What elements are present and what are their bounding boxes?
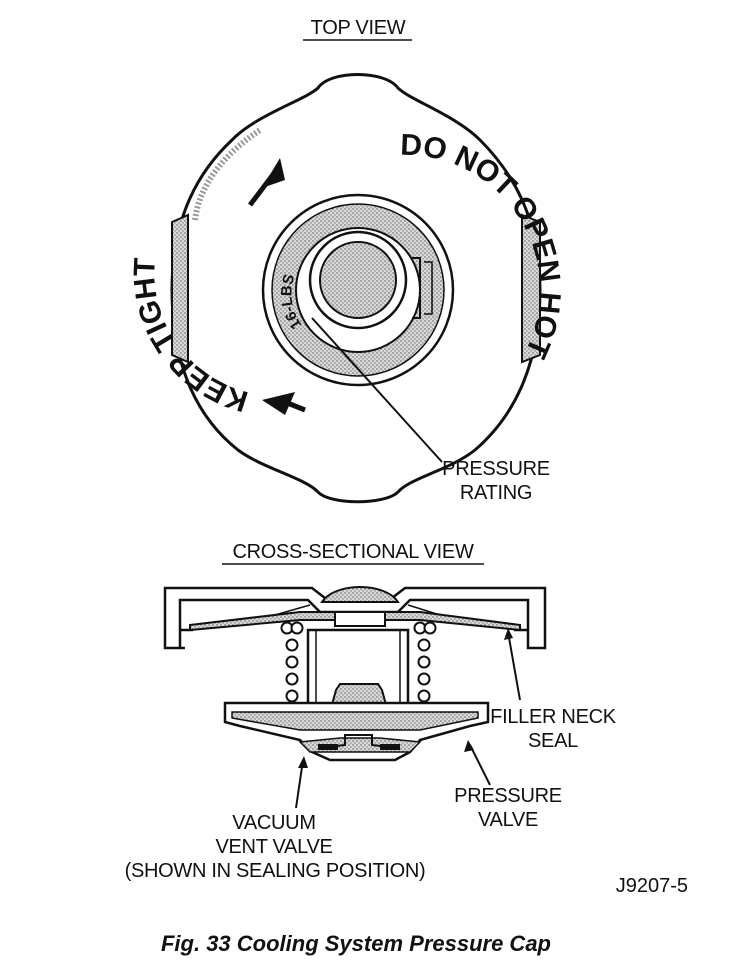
vacuum-label-3: (SHOWN IN SEALING POSITION): [125, 860, 426, 882]
spring-left: [280, 621, 304, 703]
pressure-rating-label-1: PRESSURE: [442, 458, 550, 480]
arrow-down-shaft: [279, 397, 306, 413]
vacuum-vent-right-tab: [380, 744, 400, 750]
center-rivet-block: [334, 611, 386, 627]
spring-right-retainer: [407, 604, 441, 616]
filler-neck-label-2: SEAL: [528, 730, 578, 752]
cap-rim-shading: [192, 127, 262, 221]
cap-dome-rivet: [320, 586, 400, 603]
vacuum-vent-seat: [317, 734, 401, 749]
pressure-rating-leader: [311, 317, 443, 463]
vacuum-vent-arrow-icon: [298, 756, 308, 768]
pressure-valve-label-2: VALVE: [478, 809, 538, 831]
pressure-valve-leader: [469, 744, 491, 786]
top-view-heading: TOP VIEW: [311, 17, 406, 39]
vacuum-label-1: VACUUM: [232, 812, 315, 834]
vacuum-vent-left-tab: [318, 744, 338, 750]
cap-center-boss: [319, 241, 397, 319]
figure-code: J9207-5: [616, 875, 688, 897]
pressure-valve-arrow-icon: [464, 740, 474, 752]
filler-neck-seal-leader: [507, 631, 521, 701]
cap-left-tab: [171, 213, 189, 364]
filler-neck-seal-gasket: [231, 711, 479, 731]
ring-bracket-mark: [412, 257, 421, 319]
cap-right-tab: [521, 213, 541, 364]
figure-caption: Fig. 33 Cooling System Pressure Cap: [161, 931, 551, 956]
ring-bracket-mark-inner: [424, 261, 433, 315]
filler-neck-label-1: FILLER NECK: [490, 706, 617, 728]
pressure-rating-label-2: RATING: [460, 482, 532, 504]
spring-right: [413, 621, 437, 703]
arrow-down-icon: [262, 392, 295, 415]
vacuum-label-2: VENT VALVE: [215, 836, 332, 858]
spring-left-retainer: [274, 604, 311, 616]
filler-neck-arrow-icon: [504, 628, 513, 640]
cross-section-heading: CROSS-SECTIONAL VIEW: [232, 541, 473, 563]
arrow-up-shaft: [248, 170, 277, 207]
pressure-valve-label-1: PRESSURE: [454, 785, 562, 807]
